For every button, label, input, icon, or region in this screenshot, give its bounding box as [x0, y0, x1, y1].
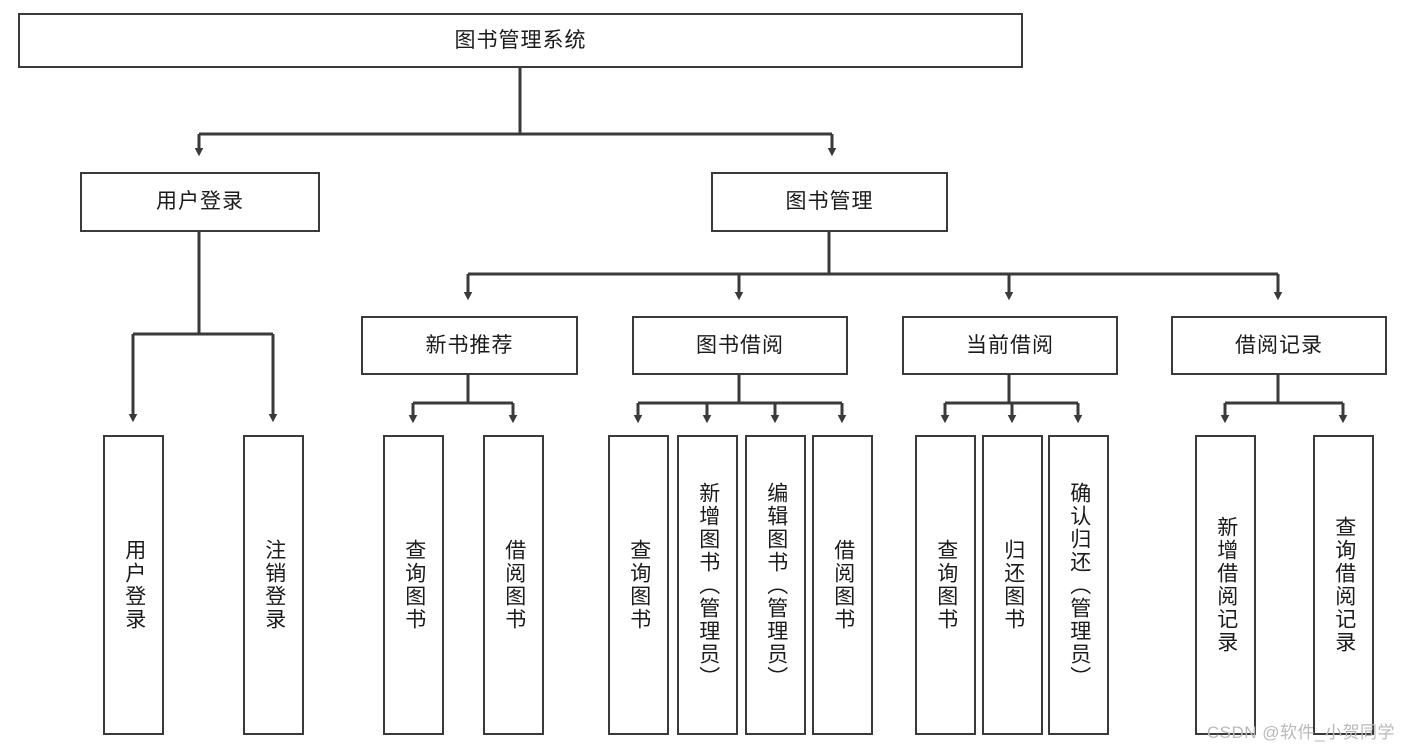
node-book-management[interactable]: 图书管理 — [711, 172, 948, 232]
node-leaf-newbook-borrow-book[interactable]: 借阅图书 — [483, 435, 544, 735]
node-book-borrow[interactable]: 图书借阅 — [632, 316, 848, 375]
node-leaf-record-add-label: 新增借阅记录 — [1214, 516, 1238, 654]
node-leaf-borrow-edit-book[interactable]: 编辑图书（管理员） — [745, 435, 806, 735]
node-new-book-recommend-label: 新书推荐 — [425, 333, 514, 357]
node-leaf-current-confirm-return-label: 确认归还（管理员） — [1067, 481, 1091, 689]
watermark: CSDN @软件_小贺同学 — [1206, 723, 1395, 742]
node-user-login[interactable]: 用户登录 — [80, 172, 320, 232]
node-leaf-current-query-book-label: 查询图书 — [934, 539, 958, 631]
node-leaf-borrow-add-book[interactable]: 新增图书（管理员） — [677, 435, 738, 735]
node-leaf-borrow-edit-book-label: 编辑图书（管理员） — [764, 481, 788, 689]
node-leaf-newbook-query-book[interactable]: 查询图书 — [383, 435, 444, 735]
node-leaf-record-add[interactable]: 新增借阅记录 — [1195, 435, 1256, 735]
node-current-borrow[interactable]: 当前借阅 — [902, 316, 1118, 375]
node-leaf-user-login-label: 用户登录 — [122, 539, 146, 631]
node-leaf-record-query[interactable]: 查询借阅记录 — [1313, 435, 1374, 735]
node-borrow-record[interactable]: 借阅记录 — [1171, 316, 1387, 375]
node-leaf-borrow-borrow-book[interactable]: 借阅图书 — [812, 435, 873, 735]
node-book-management-label: 图书管理 — [785, 190, 874, 214]
node-root-label: 图书管理系统 — [454, 28, 587, 52]
node-leaf-logout-label: 注销登录 — [262, 539, 286, 631]
node-book-borrow-label: 图书借阅 — [696, 333, 784, 357]
node-leaf-borrow-borrow-book-label: 借阅图书 — [831, 539, 855, 631]
node-borrow-record-label: 借阅记录 — [1235, 333, 1323, 357]
node-leaf-current-return-book-label: 归还图书 — [1001, 539, 1025, 631]
node-root[interactable]: 图书管理系统 — [18, 13, 1023, 68]
node-leaf-user-login[interactable]: 用户登录 — [103, 435, 164, 735]
node-leaf-record-query-label: 查询借阅记录 — [1332, 516, 1356, 654]
node-leaf-current-confirm-return[interactable]: 确认归还（管理员） — [1048, 435, 1109, 735]
node-leaf-borrow-add-book-label: 新增图书（管理员） — [696, 481, 720, 689]
node-leaf-borrow-query-book-label: 查询图书 — [627, 539, 651, 631]
node-leaf-current-query-book[interactable]: 查询图书 — [915, 435, 976, 735]
node-user-login-label: 用户登录 — [156, 190, 244, 214]
node-current-borrow-label: 当前借阅 — [966, 333, 1054, 357]
node-leaf-newbook-borrow-book-label: 借阅图书 — [502, 539, 526, 631]
node-leaf-logout[interactable]: 注销登录 — [243, 435, 304, 735]
node-leaf-borrow-query-book[interactable]: 查询图书 — [608, 435, 669, 735]
node-leaf-current-return-book[interactable]: 归还图书 — [982, 435, 1043, 735]
node-leaf-newbook-query-book-label: 查询图书 — [402, 539, 426, 631]
node-new-book-recommend[interactable]: 新书推荐 — [361, 316, 578, 375]
